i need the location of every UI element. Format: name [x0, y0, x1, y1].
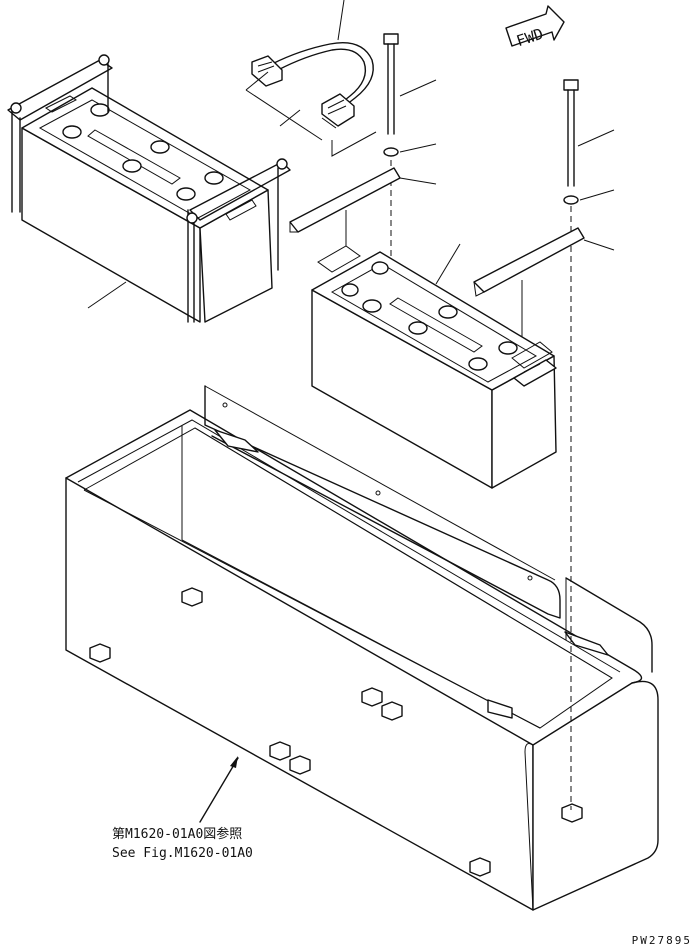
drawing-code: PW27895 — [631, 934, 692, 947]
hold-down-bar-left — [289, 167, 401, 233]
battery-box — [65, 385, 659, 911]
box-rear-bracket — [204, 385, 561, 619]
bolt-right — [563, 79, 579, 91]
box-side-plate — [565, 577, 653, 673]
forward-direction-arrow: FWD — [505, 5, 565, 50]
washer-right — [563, 195, 579, 205]
box-inner-back-wall — [181, 425, 613, 679]
weld-nuts — [89, 587, 583, 877]
box-top-rim — [65, 409, 643, 684]
figure-reference: 第M1620-01A0図参照 See Fig.M1620-01A0 — [112, 825, 253, 863]
hold-down-bars — [289, 167, 615, 346]
right-battery-top — [311, 251, 555, 391]
right-battery — [311, 243, 557, 489]
fwd-arrow-shape — [505, 5, 565, 47]
bolts-and-washers — [383, 33, 615, 810]
box-end-face — [532, 680, 659, 911]
washer-left — [383, 147, 399, 157]
battery-cable — [245, 0, 377, 157]
left-battery — [7, 54, 291, 323]
figure-reference-jp: 第M1620-01A0図参照 — [112, 827, 243, 842]
bolt-left — [383, 33, 399, 45]
figure-reference-en: See Fig.M1620-01A0 — [112, 846, 253, 861]
hold-down-bar-right — [473, 227, 585, 293]
reference-arrow — [199, 757, 239, 823]
